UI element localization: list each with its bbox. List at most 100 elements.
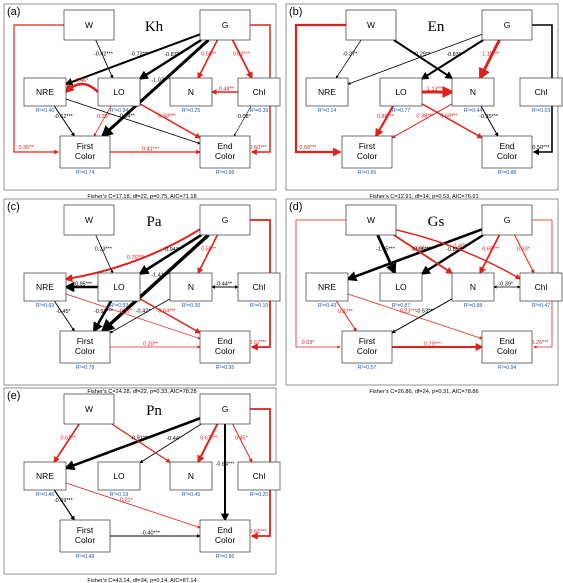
node-g: G — [199, 393, 251, 425]
node-lo: LO R²=0.19 — [97, 461, 141, 498]
path-n-to-first — [391, 103, 453, 139]
r-squared: R²=0.45 — [182, 492, 201, 498]
panel-label: (b) — [289, 6, 302, 18]
path-coefficient: -0.14** — [118, 114, 136, 120]
r-squared: R²=0.19 — [110, 492, 129, 498]
path-g-to-n — [197, 423, 219, 464]
node-label: G — [222, 215, 229, 225]
r-squared: R²=0.57 — [358, 365, 377, 371]
path-g-to-nre — [64, 228, 201, 283]
path-g-to-nre — [347, 33, 483, 85]
r-squared: R²=0.69 — [36, 303, 55, 309]
panel-kh: (a)Kh-0.73***-0.87***0.50**0.62***-1.07*… — [3, 3, 281, 200]
node-label: First — [77, 336, 94, 346]
path-g-to-first — [100, 233, 210, 333]
path-g-to-lo — [420, 39, 484, 80]
node-label: End — [217, 336, 232, 346]
edges — [53, 219, 271, 351]
node-g: G — [481, 204, 533, 236]
panel-title: Pa — [147, 214, 162, 230]
path-coefficient: -0.40*** — [141, 531, 161, 537]
path-coefficient: -0.37* — [343, 52, 359, 58]
panel-label: (d) — [289, 201, 302, 213]
node-label: LO — [113, 471, 125, 481]
panel-en: (b)En-0.37*-0.29**-0.83***1.15***1.13***… — [285, 3, 563, 200]
node-n: N R²=0.45 — [169, 461, 213, 498]
path-lo-to-nre — [64, 82, 99, 94]
edges — [295, 219, 553, 351]
r-squared: R²=0.94 — [498, 365, 517, 371]
path-nre-to-end — [65, 98, 201, 145]
path-coefficient: 0.58*** — [158, 114, 176, 120]
path-w-to-lo — [376, 234, 397, 276]
path-coefficient: -0.87*** — [164, 52, 184, 58]
path-coefficient: 0.26*** — [531, 340, 549, 346]
path-lo-to-first — [93, 105, 112, 137]
r-squared: R²=0.98 — [216, 170, 235, 176]
r-squared: R²=0.47 — [532, 303, 551, 309]
path-w-to-nre — [335, 39, 362, 79]
node-label: N — [188, 471, 194, 481]
path-coefficient: 0.79*** — [424, 342, 442, 348]
path-coefficient: 0.60*** — [411, 247, 429, 253]
path-coefficient: -0.42* — [136, 309, 152, 315]
edge-labels: -0.96***-0.85***0.65***0.33*0.60***-1.05… — [302, 244, 550, 348]
path-coefficient: 0.23*** — [95, 247, 113, 253]
path-w-to-lo — [95, 234, 114, 274]
path-chl-to-end — [233, 105, 252, 137]
path-coefficient: 0.12* — [120, 309, 134, 315]
path-coefficient: -0.50*** — [531, 145, 551, 151]
path-lo-to-first — [92, 300, 113, 333]
path-n-to-end — [480, 105, 499, 137]
panel-label: (c) — [7, 201, 20, 213]
node-label: G — [222, 20, 229, 30]
fisher-statistics: Fisher's C=26.86, df=24, p=0.31, AIC=78.… — [369, 389, 478, 395]
panel-pa: (c)Pa0.76***0.94***0.55**-1.41***0.23***… — [3, 198, 281, 395]
path-nre-to-first — [53, 489, 75, 521]
r-squared: R²=0.95 — [358, 170, 377, 176]
node-label: Color — [497, 346, 517, 356]
node-label: Color — [75, 151, 95, 161]
path-coefficient: -0.62*** — [54, 114, 74, 120]
edge-labels: -0.91***-0.44*0.67***0.45*0.51**-0.84***… — [54, 435, 268, 536]
path-nre-to-first — [53, 105, 75, 137]
r-squared: R²=0.03 — [532, 108, 551, 114]
r-squared: R²=0.40 — [36, 108, 55, 114]
node-label: Color — [215, 535, 235, 545]
path-w-to-n — [393, 39, 454, 80]
node-label: LO — [395, 87, 407, 97]
node-label: Color — [75, 535, 95, 545]
node-w: W — [63, 204, 115, 236]
path-g-to-chl — [232, 423, 253, 463]
path-coefficient: 0.28* — [97, 114, 111, 120]
path-coefficient: 0.76*** — [127, 255, 145, 261]
path-coefficient: -0.44* — [166, 436, 182, 442]
node-label: First — [77, 141, 94, 151]
node-label: Chl — [535, 282, 548, 292]
r-squared: R²=0.88 — [498, 170, 517, 176]
path-g-to-chl — [231, 39, 253, 80]
node-g: G — [199, 204, 251, 236]
panel-label: (a) — [7, 6, 20, 18]
node-label: W — [85, 215, 93, 225]
path-g-to-lo — [138, 233, 202, 275]
path-coefficient: 0.95*** — [75, 282, 93, 288]
panel-title: Gs — [428, 214, 445, 230]
path-nre-to-end — [347, 293, 483, 340]
node-g: G — [481, 9, 533, 41]
r-squared: R²=0.86 — [216, 554, 235, 560]
